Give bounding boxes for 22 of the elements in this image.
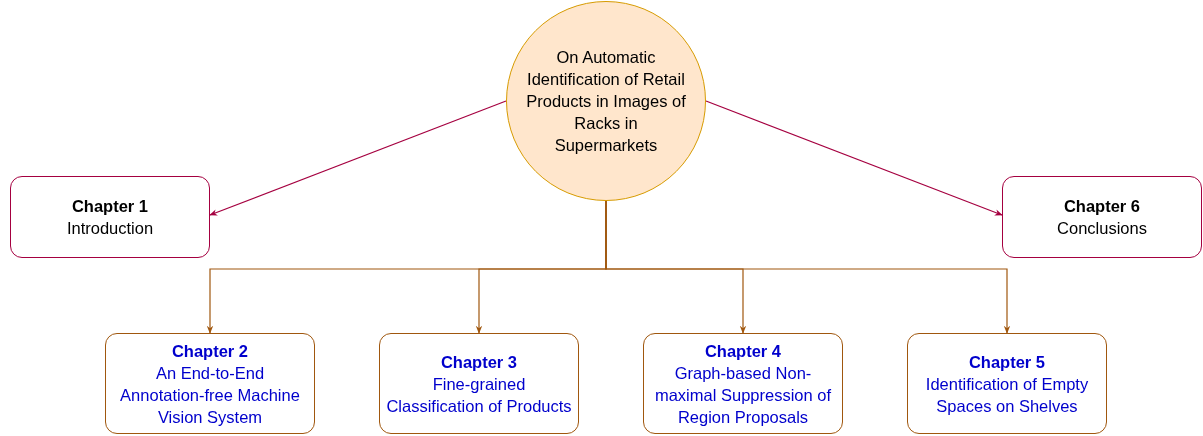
chapter-title: Identification of Empty Spaces on Shelves bbox=[924, 373, 1090, 417]
chapter-title: An End-to-End Annotation-free Machine Vision System bbox=[119, 362, 301, 428]
chapter-heading: Chapter 4 bbox=[704, 340, 782, 362]
chapter-box bbox=[379, 333, 579, 434]
chapter-title: On Automatic Identification of Retail Products in Images of Racks in Supermarkets bbox=[525, 47, 687, 156]
chapter-box bbox=[10, 176, 210, 258]
chapter-title: Introduction bbox=[66, 218, 154, 239]
connector-arrow bbox=[209, 100, 507, 216]
chapter-heading: Chapter 2 bbox=[171, 340, 249, 362]
connector-arrow bbox=[705, 100, 1003, 216]
chapter-title: Conclusions bbox=[1057, 218, 1147, 239]
chapter-box bbox=[643, 333, 843, 434]
chapter-title: Graph-based Non-maximal Suppression of Region Proposals bbox=[653, 362, 833, 428]
chapter-box bbox=[907, 333, 1107, 434]
chapter-box bbox=[1002, 176, 1202, 258]
chapter-heading: Chapter 3 bbox=[440, 351, 518, 373]
connector-arrow bbox=[605, 200, 1011, 334]
chapter-heading: Chapter 1 bbox=[71, 196, 149, 217]
chapter-title: Fine-grained Classification of Products bbox=[386, 373, 572, 417]
chapter-heading: Chapter 6 bbox=[1063, 196, 1141, 217]
chapter-heading: Chapter 5 bbox=[968, 351, 1046, 373]
chapter-box bbox=[105, 333, 315, 434]
